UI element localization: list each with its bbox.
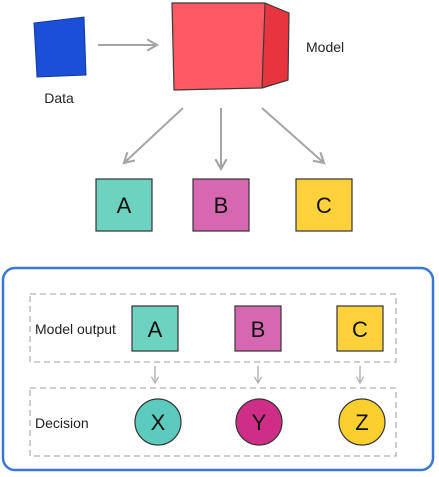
model-output-c-label: C [352,317,368,342]
model-output-c-square [336,305,384,352]
model-cube [171,2,290,91]
model-output-b-label: B [251,317,266,342]
decision-z-circle [338,398,386,446]
model-output-a-square [131,305,179,352]
model-cube-edges [171,2,290,91]
output-b-label: B [214,193,229,218]
model-cube-front [172,3,265,90]
output-c-label: C [316,193,332,218]
arrow-model-to-a [122,107,184,165]
decision-x-label: X [151,410,166,435]
model-cube-side [262,3,289,88]
decision-label: Decision [35,415,89,431]
output-b-square [192,178,250,232]
arrow-model-to-c [261,107,326,165]
output-c-square [295,178,353,232]
data-square [33,16,87,78]
model-output-b-square [234,305,282,352]
model-label: Model [306,39,344,55]
model-output-row [29,293,397,363]
model-output-label: Model output [35,321,116,337]
decision-row [29,387,397,457]
decision-y-label: Y [252,410,267,435]
decision-x-circle [134,398,182,446]
decision-z-label: Z [355,410,368,435]
decision-y-circle [235,398,283,446]
decision-panel [1,266,435,472]
output-a-label: A [117,193,132,218]
data-label: Data [44,90,74,106]
output-a-square [95,178,153,232]
model-output-a-label: A [148,317,163,342]
